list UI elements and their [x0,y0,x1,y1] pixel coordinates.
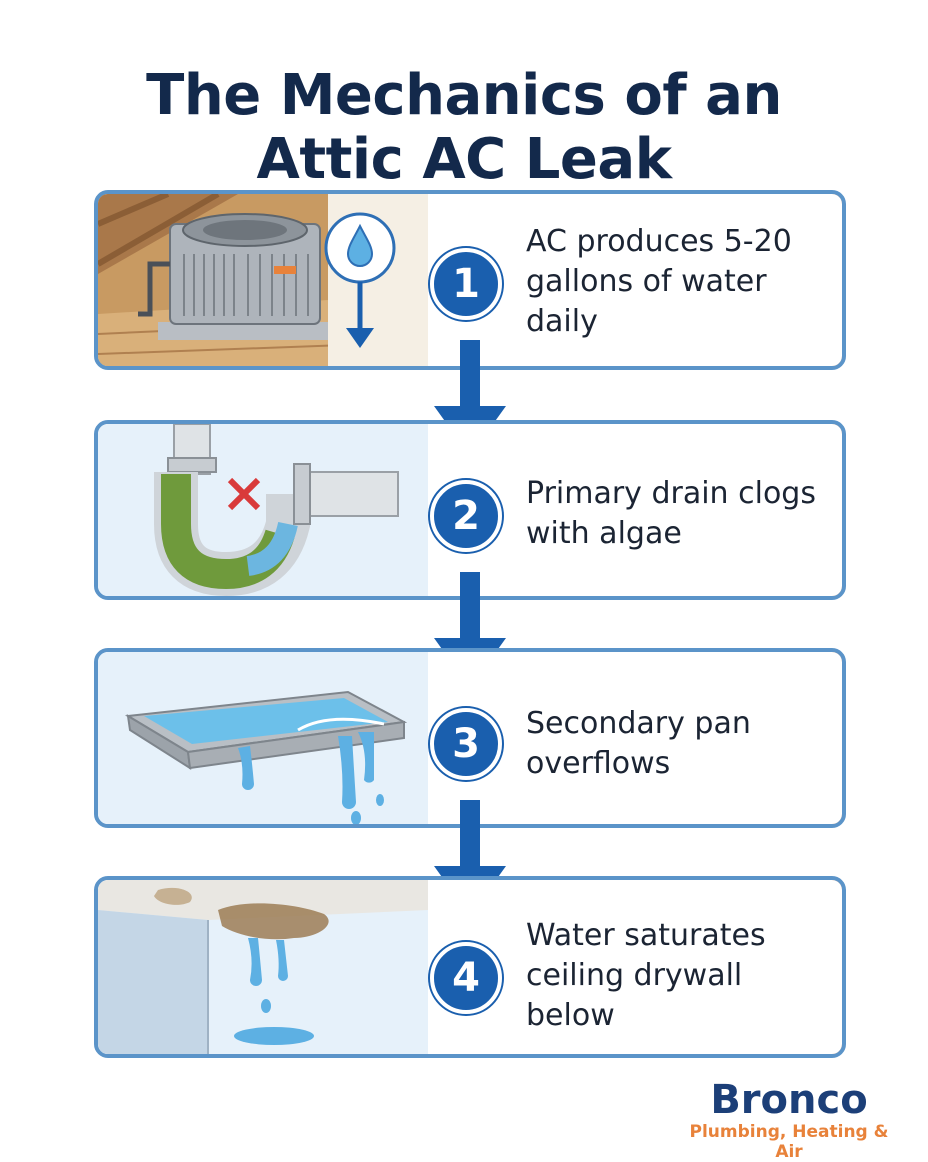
bronco-logo: Bronco Plumbing, Heating & Air [674,1078,904,1162]
title-line-1: The Mechanics of an [146,62,782,128]
ceiling-stain-icon [98,880,428,1054]
step-number-3: 3 [430,708,502,780]
logo-brand: Bronco [710,1077,868,1123]
step-card-3: 3 Secondary pan overflows [94,648,846,828]
step-number-1: 1 [430,248,502,320]
title-line-2: Attic AC Leak [256,126,672,192]
step-card-2: 2 Primary drain clogs with algae [94,420,846,600]
clogged-pipe-icon [98,424,428,596]
overflowing-pan-icon [98,652,428,824]
step-text-2: Primary drain clogs with algae [526,476,816,551]
step-card-1: 1 AC produces 5-20 gallons of water dail… [94,190,846,370]
step-text-3: Secondary pan overflows [526,706,751,781]
step-text-4: Water saturates ceiling drywall below [526,918,766,1033]
step-number-2: 2 [430,480,502,552]
ac-unit-icon [98,194,428,366]
step-card-4: 4 Water saturates ceiling drywall below [94,876,846,1058]
step-number-4: 4 [430,942,502,1014]
logo-tagline: Plumbing, Heating & Air [689,1122,889,1162]
step-text-1: AC produces 5-20 gallons of water daily [526,224,792,339]
page-title: The Mechanics of an Attic AC Leak [0,62,928,192]
